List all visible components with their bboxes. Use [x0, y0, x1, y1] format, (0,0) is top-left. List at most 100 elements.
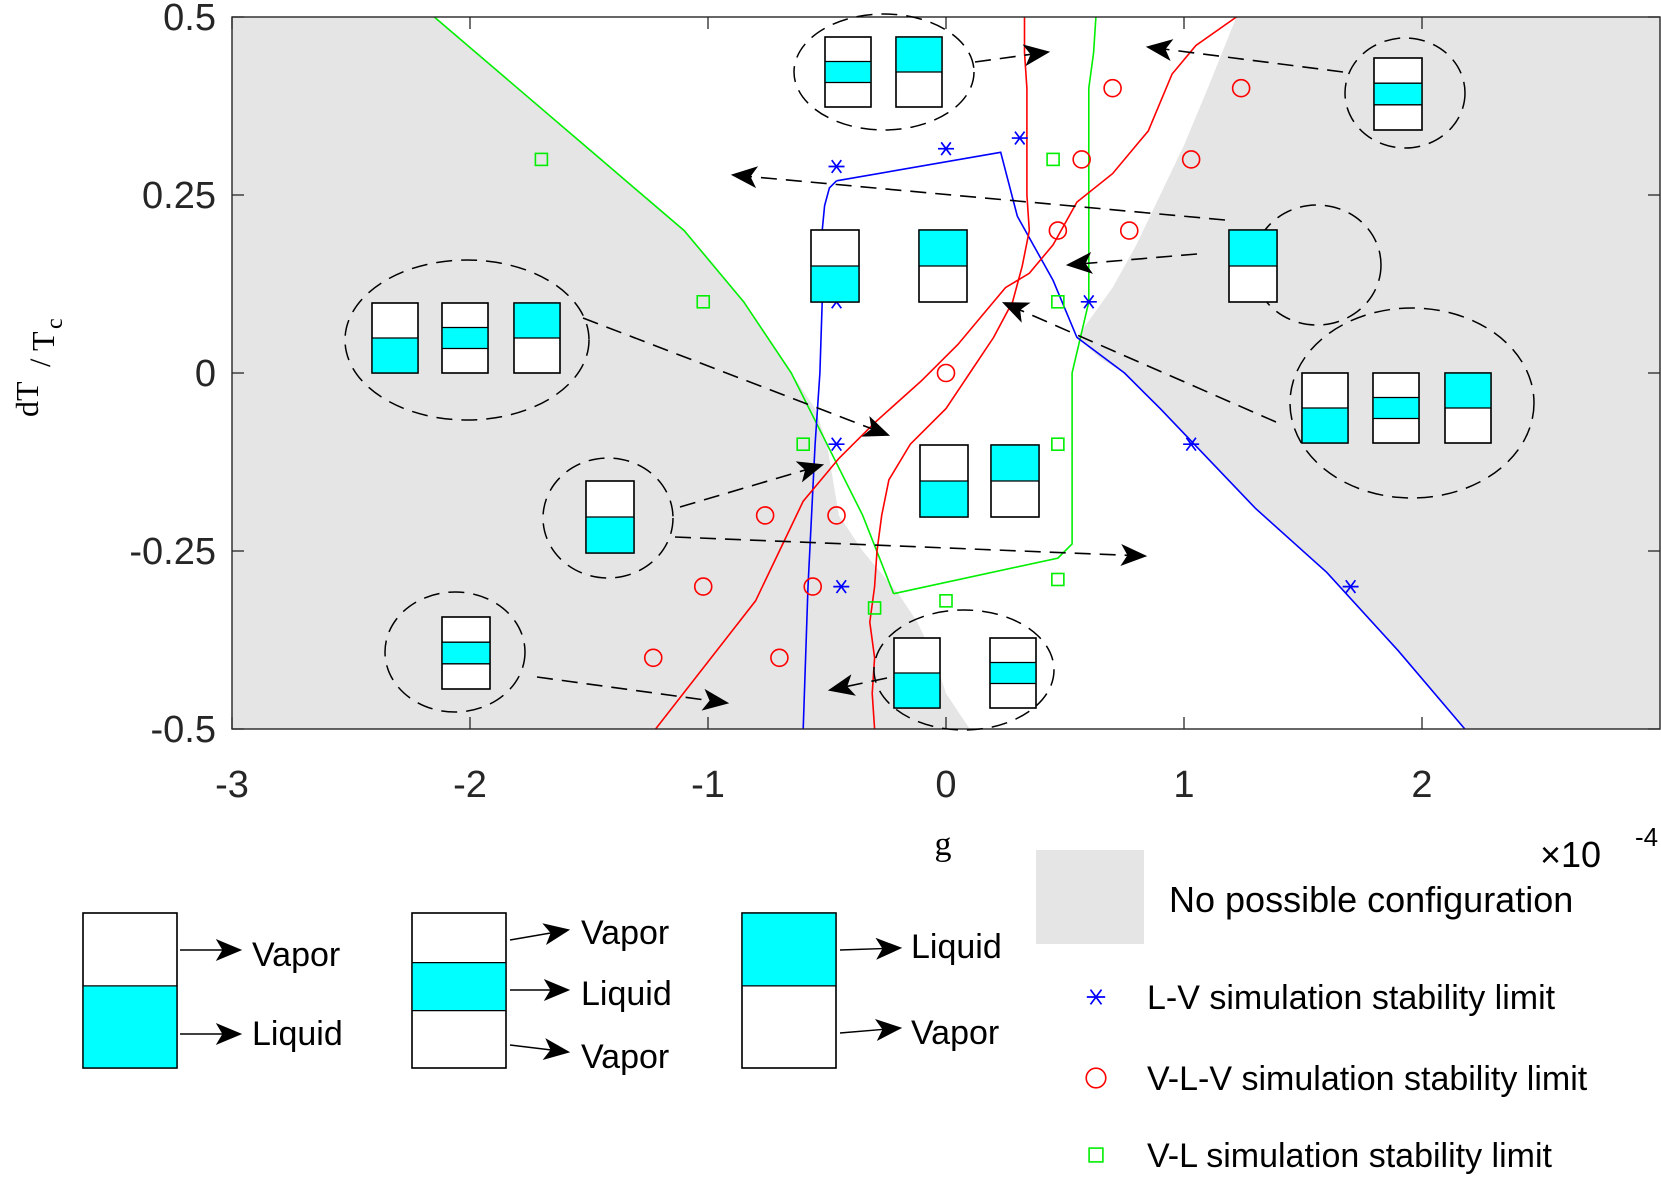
- data-point-circle-4: [1181, 150, 1201, 169]
- data-point-circle-6: [1119, 221, 1139, 240]
- key-box-vapor-liquid: [82, 912, 178, 1069]
- liquid-band: [1229, 230, 1277, 266]
- inset-box: [371, 302, 419, 374]
- liquid-band: [990, 662, 1036, 684]
- liquid-band: [1302, 408, 1348, 443]
- liquid-band: [991, 445, 1039, 481]
- key-label: Liquid: [252, 1015, 343, 1053]
- y-tick-label: 0.5: [163, 0, 216, 39]
- liquid-band: [919, 230, 967, 266]
- legend-marker-star: [1086, 989, 1106, 1005]
- star-stroke: [1089, 989, 1103, 1005]
- key-arrow: [839, 937, 903, 960]
- data-point-circle-1: [1103, 78, 1122, 98]
- x-tick-label: 0: [935, 764, 956, 806]
- data-point-star-3: [1011, 131, 1028, 145]
- plot-clip-group: [232, 17, 1660, 729]
- y-axis-title-subscript: c: [42, 318, 68, 329]
- inset-box: [1301, 372, 1349, 444]
- inset-box: [918, 229, 968, 303]
- data-point-circle-3: [1072, 150, 1091, 169]
- data-point-star-8: [833, 579, 850, 594]
- y-tick-label: 0.25: [142, 175, 216, 217]
- data-point-square-4: [1051, 294, 1065, 309]
- inset-arrow: [827, 674, 888, 696]
- data-point-circle-9: [827, 506, 846, 525]
- boundary-curve-blue-right: [1016, 216, 1466, 729]
- inset-box: [1444, 372, 1492, 444]
- x-axis-label: g: [935, 826, 952, 863]
- x-tick-label: -1: [691, 764, 725, 806]
- inset-arrow: [974, 44, 1051, 67]
- inset-arrow: [1065, 251, 1198, 274]
- inset-box: [824, 36, 872, 108]
- config-box-outline: [918, 229, 968, 303]
- legend-swatch-shaded: [1036, 850, 1144, 944]
- liquid-band: [442, 642, 490, 664]
- inset-box: [441, 616, 491, 690]
- config-box-outline: [989, 637, 1037, 709]
- inset-ellipse-bottom-center: [873, 609, 1055, 731]
- liquid-band: [1374, 83, 1422, 105]
- inset-box: [585, 480, 635, 554]
- y-tick-label: -0.25: [129, 531, 216, 573]
- inset-ellipse-right-mid: [1252, 204, 1382, 326]
- x-tick-label: 1: [1173, 764, 1194, 806]
- data-point-star-7: [1183, 437, 1200, 452]
- liquid-band: [586, 517, 634, 553]
- config-box-outline: [1301, 372, 1349, 444]
- liquid-band: [412, 962, 506, 1011]
- liquid-band: [896, 37, 942, 72]
- config-box-outline: [824, 36, 872, 108]
- y-tick-label: -0.5: [151, 709, 216, 751]
- y-axis-title-denominator: T: [25, 331, 61, 351]
- data-point-circle-10: [693, 577, 713, 596]
- inset-arrow: [730, 166, 1226, 221]
- legend-label-star: L-V simulation stability limit: [1147, 979, 1556, 1017]
- data-point-square-5: [796, 437, 811, 452]
- data-point-star-2: [938, 141, 954, 156]
- config-box-outline: [893, 637, 941, 709]
- star-stroke: [835, 579, 847, 594]
- key-box-liquid-vapor: [741, 912, 837, 1069]
- x-axis-title: g: [935, 826, 952, 863]
- inset-arrow: [582, 317, 891, 437]
- config-box-outline: [919, 444, 969, 518]
- star-stroke: [1083, 294, 1095, 309]
- star-stroke: [1014, 131, 1026, 145]
- data-point-circle-2: [1231, 78, 1251, 98]
- inset-ellipse-left-mid: [542, 457, 674, 579]
- inset-box: [1373, 57, 1423, 131]
- data-point-circle-7: [936, 363, 956, 383]
- boundary-curve-green-right: [893, 17, 1097, 595]
- inset-box: [810, 229, 860, 303]
- data-point-circle-5: [1048, 221, 1068, 240]
- liquid-band: [514, 303, 560, 338]
- data-point-star-5: [1080, 294, 1097, 309]
- data-point-square-9: [867, 601, 882, 615]
- data-point-circle-12: [643, 648, 663, 668]
- inset-box: [895, 36, 943, 108]
- data-point-star-6: [828, 437, 845, 452]
- config-box-outline: [585, 480, 635, 554]
- config-box-outline: [1228, 229, 1278, 303]
- star-stroke: [1185, 437, 1197, 452]
- data-point-square-1: [534, 152, 549, 167]
- liquid-band: [1445, 373, 1491, 408]
- star-stroke: [831, 159, 843, 174]
- config-box-outline: [513, 302, 561, 374]
- no-configuration-region-2: [1076, 17, 1660, 729]
- liquid-band: [894, 673, 940, 708]
- inset-box: [1372, 372, 1420, 444]
- x-exponent-power: -4: [1635, 822, 1658, 852]
- boundary-curve-green-left: [433, 17, 895, 594]
- legend-label-circle: V-L-V simulation stability limit: [1147, 1060, 1588, 1098]
- x-tick-label: -3: [215, 764, 249, 806]
- key-label: Vapor: [911, 1014, 999, 1052]
- legend-marker-square: [1088, 1147, 1104, 1163]
- inset-ellipse-left-three: [344, 259, 590, 421]
- config-box-outline: [1444, 372, 1492, 444]
- no-configuration-region-1: [232, 17, 1268, 729]
